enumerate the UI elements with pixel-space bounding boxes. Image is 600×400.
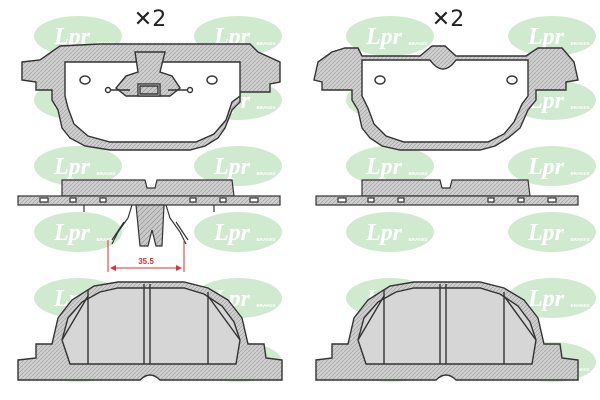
watermark-logo-text: Lpr <box>527 24 565 50</box>
watermark-brakes-text: BRAKES <box>256 41 275 46</box>
watermark-brakes-text: BRAKES <box>408 41 427 46</box>
watermark-brakes-text: BRAKES <box>96 237 115 242</box>
watermark-logo-text: Lpr <box>527 286 565 312</box>
watermark-logo-text: Lpr <box>527 154 565 180</box>
watermark-brakes-text: BRAKES <box>570 303 589 308</box>
watermark-logo-text: Lpr <box>527 220 565 246</box>
watermark-logo-text: Lpr <box>365 24 403 50</box>
watermark-logo-text: Lpr <box>365 154 403 180</box>
dimension-label: 35.5 <box>138 257 154 266</box>
watermark-brakes-text: BRAKES <box>256 105 275 110</box>
quantity-label-left: ✕2 <box>134 7 166 32</box>
right-pad-back-view <box>315 281 579 381</box>
left-pad-front-view <box>21 43 281 151</box>
left-pad-back-view <box>17 281 283 381</box>
watermark-logo-text: Lpr <box>53 220 91 246</box>
dimension-annotation <box>107 240 185 272</box>
watermark-brakes-text: BRAKES <box>570 237 589 242</box>
right-pad-side-view <box>315 179 579 206</box>
watermark-brakes-text: BRAKES <box>570 105 589 110</box>
watermark-brakes-text: BRAKES <box>570 171 589 176</box>
watermark-logo-text: Lpr <box>213 154 251 180</box>
quantity-label-right: ✕2 <box>432 7 464 32</box>
watermark-logo-text: Lpr <box>53 154 91 180</box>
watermark-logo-text: Lpr <box>213 220 251 246</box>
watermark-logo-text: Lpr <box>365 220 403 246</box>
left-pad-side-view <box>17 179 281 247</box>
watermark-brakes-text: BRAKES <box>256 303 275 308</box>
watermark-brakes-text: BRAKES <box>256 237 275 242</box>
watermark-brakes-text: BRAKES <box>96 171 115 176</box>
watermark-brakes-text: BRAKES <box>570 367 589 372</box>
watermark-brakes-text: BRAKES <box>570 41 589 46</box>
right-pad-front-view <box>313 45 579 151</box>
watermark-brakes-text: BRAKES <box>408 237 427 242</box>
watermark-brakes-text: BRAKES <box>408 171 427 176</box>
watermark-brakes-text: BRAKES <box>256 171 275 176</box>
